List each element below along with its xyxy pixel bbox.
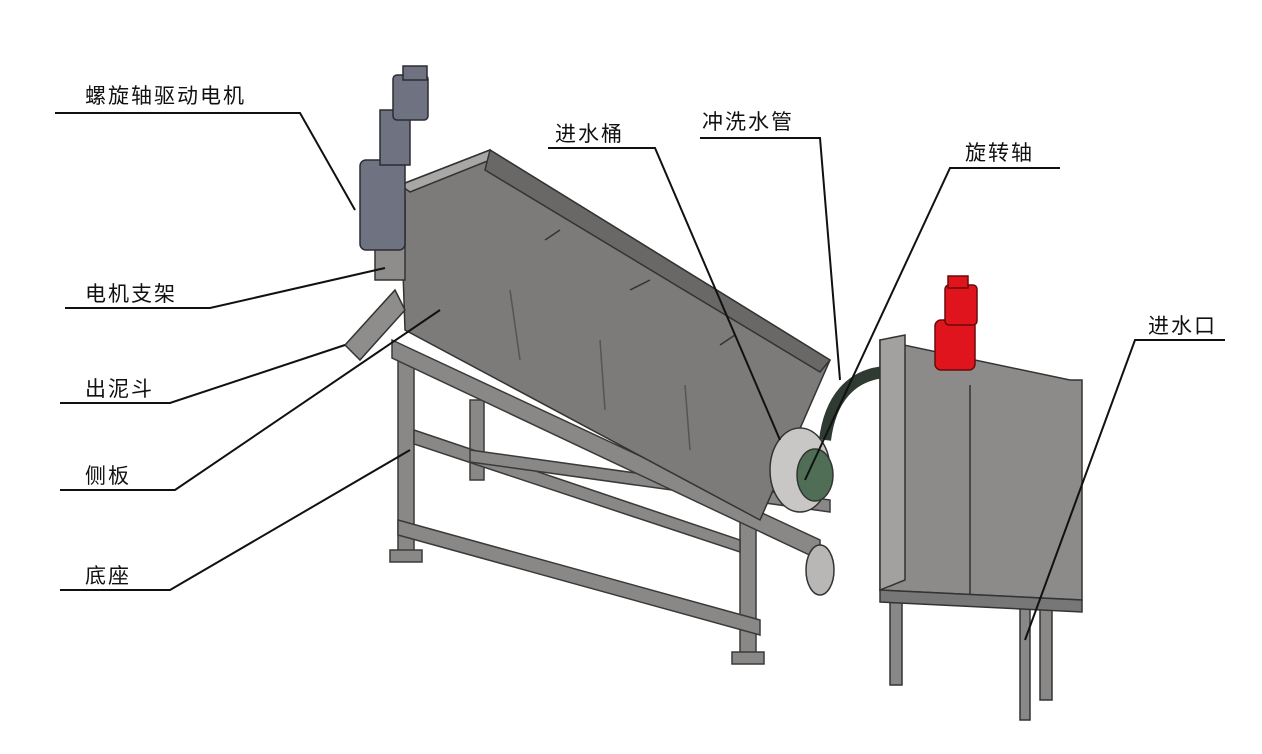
leader-inlet-tank	[548, 147, 781, 441]
leader-sludge-hopper	[60, 344, 346, 404]
discharge-end	[769, 427, 835, 596]
inlet-motor	[934, 275, 978, 371]
label-flush-pipe: 冲洗水管	[702, 110, 794, 134]
leader-rotating-shaft	[804, 167, 1060, 481]
label-motor-bracket: 电机支架	[85, 282, 177, 306]
leader-flush-pipe	[700, 137, 841, 381]
label-sludge-hopper: 出泥斗	[85, 377, 154, 401]
trough-body	[398, 148, 832, 522]
leader-lines	[55, 112, 1225, 641]
label-inlet-tank: 进水桶	[555, 122, 624, 146]
label-side-plate: 侧板	[85, 464, 131, 488]
leader-water-inlet	[1024, 339, 1225, 641]
flush-pipe	[819, 366, 886, 441]
label-water-inlet: 进水口	[1148, 314, 1217, 338]
drive-motor	[359, 65, 429, 251]
leader-motor-bracket	[65, 267, 386, 309]
sludge-hopper	[343, 288, 406, 362]
label-rotating-shaft: 旋转轴	[965, 141, 1034, 165]
label-drive-motor: 螺旋轴驱动电机	[85, 84, 246, 108]
leader-base	[60, 449, 411, 591]
leader-drive-motor	[55, 112, 356, 211]
leader-side-plate	[60, 309, 441, 491]
label-base: 底座	[85, 564, 131, 588]
inlet-tank	[879, 334, 1083, 721]
